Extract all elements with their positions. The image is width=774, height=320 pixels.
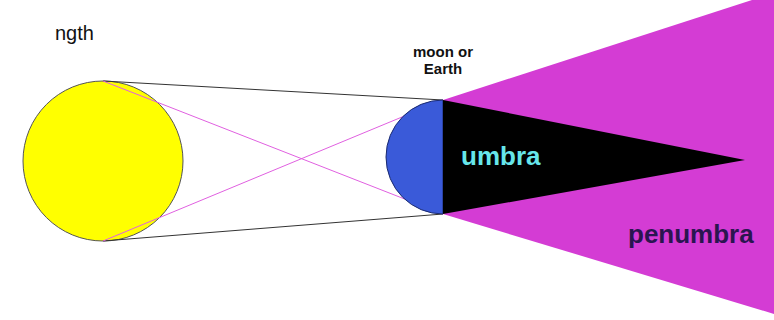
penumbra-shape	[443, 0, 774, 314]
outer-ray	[103, 214, 443, 241]
moon-half-disc	[386, 100, 443, 214]
inner-ray	[103, 81, 443, 214]
region-label: moon or Earth	[413, 44, 473, 77]
region-label: umbra	[461, 142, 540, 172]
umbra-shape	[443, 100, 745, 214]
sun-disc	[23, 81, 183, 241]
outer-ray	[103, 81, 443, 100]
umbra-region: umbra	[443, 100, 746, 214]
region-label: penumbra	[628, 220, 754, 250]
inner-ray	[103, 100, 443, 241]
fragment-text: ngth	[55, 22, 94, 45]
